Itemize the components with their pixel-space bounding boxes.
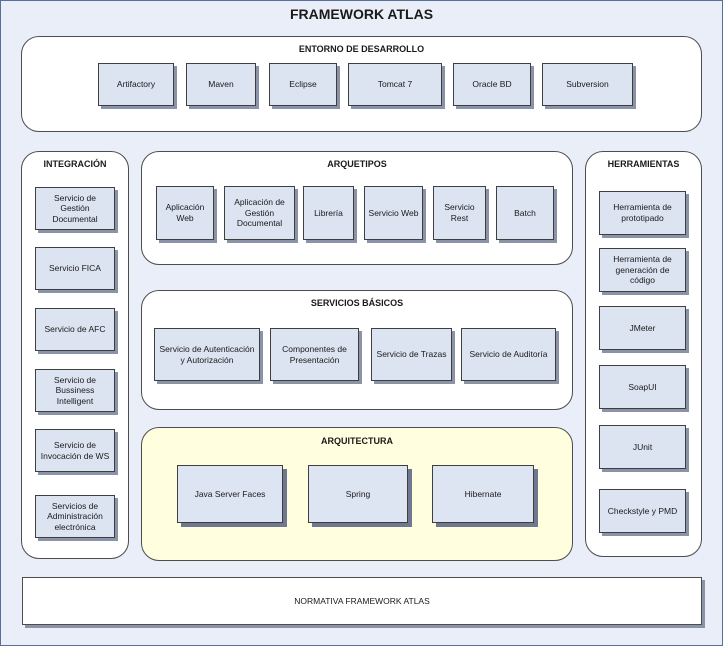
- servicios-basicos-title: SERVICIOS BÁSICOS: [310, 298, 404, 308]
- arquitectura-title: ARQUITECTURA: [321, 436, 393, 446]
- integracion-item-admin-electronica: Servicios de Administración electrónica: [35, 495, 115, 538]
- servicio-item-trazas: Servicio de Trazas: [371, 328, 452, 381]
- herramienta-item-jmeter: JMeter: [599, 306, 686, 350]
- integracion-item-ws: Servicio de Invocación de WS: [35, 429, 115, 472]
- herramienta-item-checkstyle: Checkstyle y PMD: [599, 489, 686, 533]
- herramienta-item-junit: JUnit: [599, 425, 686, 469]
- herramienta-item-soapui: SoapUI: [599, 365, 686, 409]
- arquetipos-title: ARQUETIPOS: [327, 159, 387, 169]
- diagram-title: FRAMEWORK ATLAS: [289, 6, 434, 22]
- herramienta-item-prototipado: Herramienta de prototipado: [599, 191, 686, 235]
- entorno-item-maven: Maven: [186, 63, 256, 106]
- entorno-item-artifactory: Artifactory: [98, 63, 174, 106]
- integracion-item-gestion-documental: Servicio de Gestión Documental: [35, 187, 115, 230]
- entorno-item-oracle: Oracle BD: [453, 63, 531, 106]
- arquitectura-item-hibernate: Hibernate: [432, 465, 534, 523]
- entorno-item-eclipse: Eclipse: [269, 63, 337, 106]
- arquitectura-item-jsf: Java Server Faces: [177, 465, 283, 523]
- herramienta-item-generacion-codigo: Herramienta de generación de código: [599, 248, 686, 292]
- servicio-item-autenticacion: Servicio de Autenticación y Autorización: [154, 328, 260, 381]
- arquetipo-item-servicio-rest: Servicio Rest: [433, 186, 486, 240]
- arquitectura-item-spring: Spring: [308, 465, 408, 523]
- integracion-item-afc: Servicio de AFC: [35, 308, 115, 351]
- arquetipo-item-gestion-documental: Aplicación de Gestión Documental: [224, 186, 295, 240]
- entorno-title: ENTORNO DE DESARROLLO: [298, 44, 425, 54]
- entorno-item-subversion: Subversion: [542, 63, 633, 106]
- servicio-item-presentacion: Componentes de Presentación: [270, 328, 359, 381]
- arquetipo-item-libreria: Librería: [303, 186, 354, 240]
- herramientas-title: HERRAMIENTAS: [607, 159, 680, 169]
- arquetipo-item-servicio-web: Servicio Web: [364, 186, 423, 240]
- integracion-title: INTEGRACIÓN: [43, 159, 107, 169]
- integracion-item-fica: Servicio FICA: [35, 247, 115, 290]
- arquetipo-item-aplicacion-web: Aplicación Web: [156, 186, 214, 240]
- entorno-item-tomcat: Tomcat 7: [348, 63, 442, 106]
- normativa-footer: NORMATIVA FRAMEWORK ATLAS: [22, 577, 702, 625]
- integracion-item-bi: Servicio de Bussiness Intelligent: [35, 369, 115, 412]
- servicio-item-auditoria: Servicio de Auditoría: [461, 328, 556, 381]
- arquetipo-item-batch: Batch: [496, 186, 554, 240]
